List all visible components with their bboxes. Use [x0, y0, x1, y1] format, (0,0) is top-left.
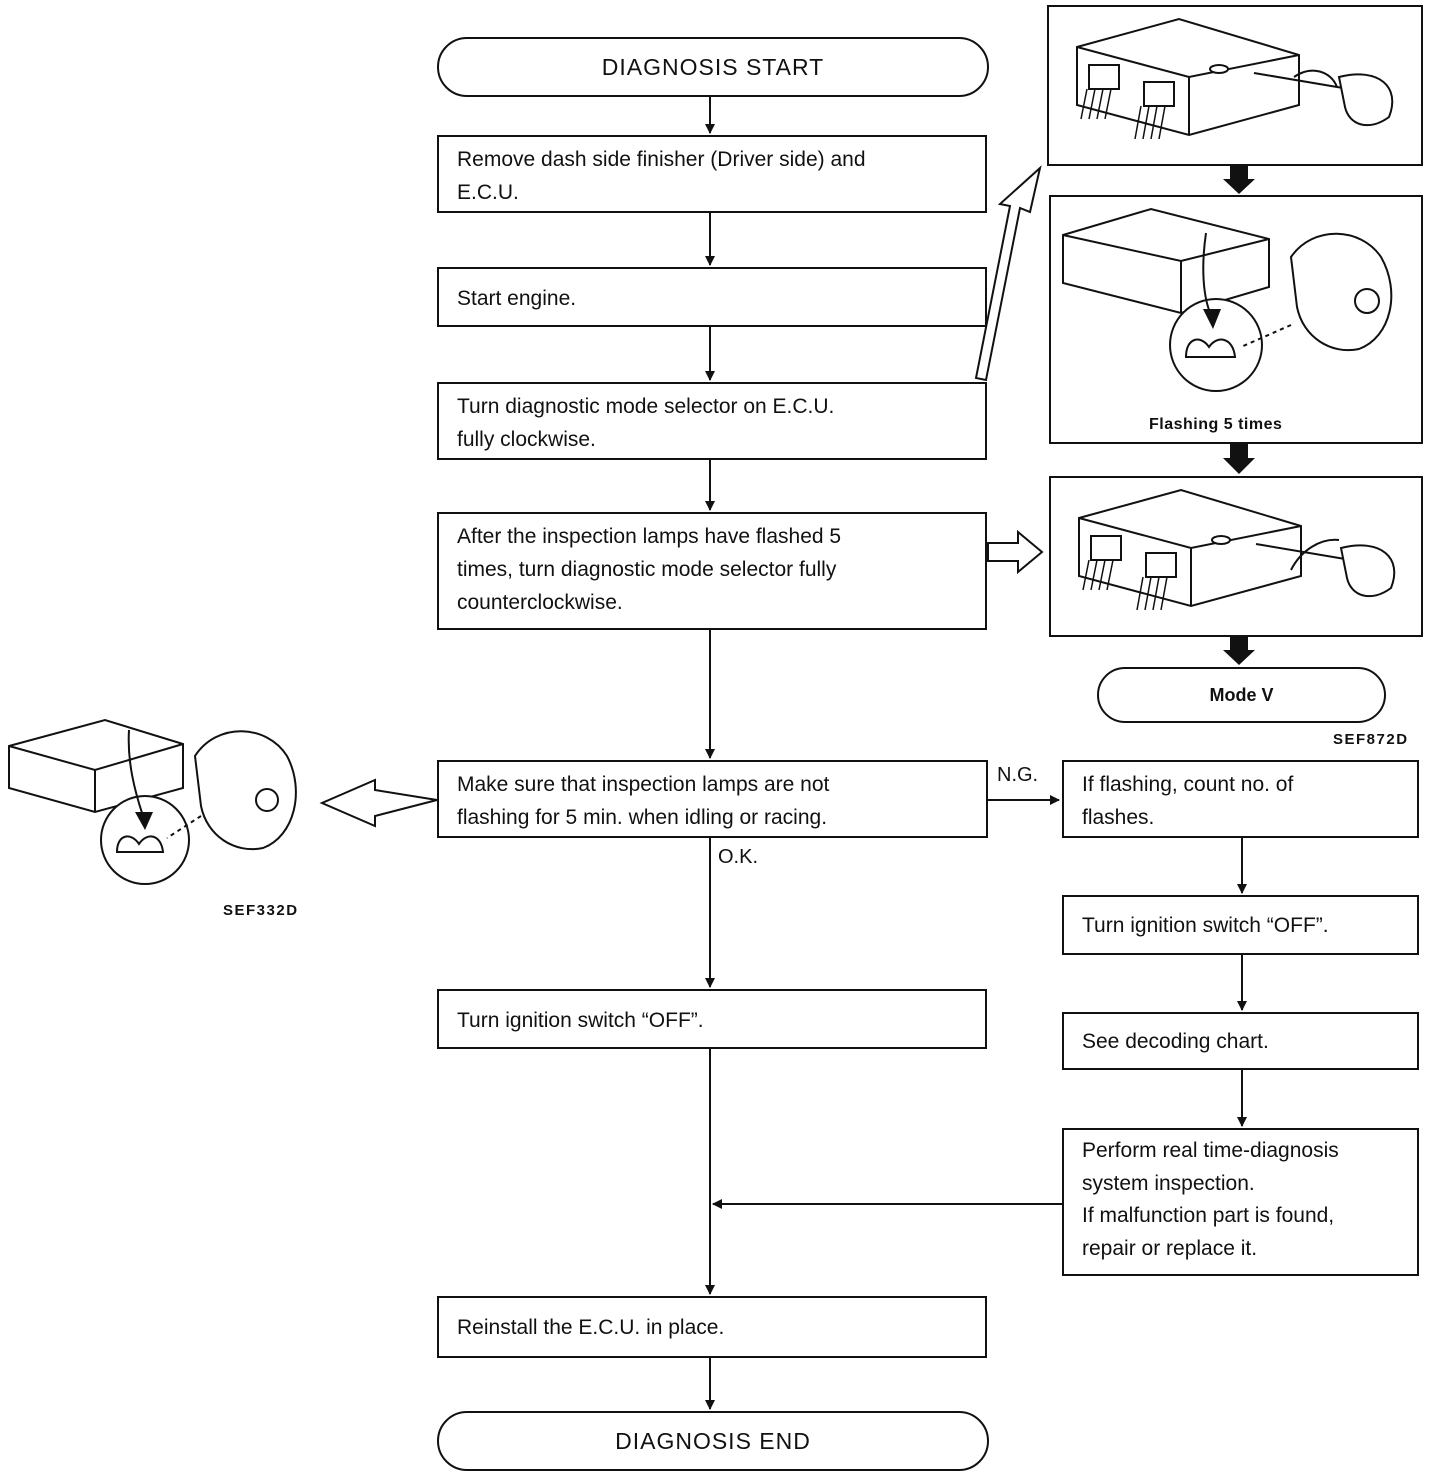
- diagnosis-start-label: DIAGNOSIS START: [601, 53, 825, 80]
- step-turn-selector-ccw-line-3: counterclockwise.: [457, 591, 623, 614]
- figure-code-right: SEF872D: [1333, 731, 1409, 748]
- step-check-lamps-line-1: Make sure that inspection lamps are not: [457, 773, 830, 796]
- step-remove-finisher-line-2: E.C.U.: [457, 181, 519, 204]
- ng-see-decoding-chart-line-1: See decoding chart.: [1082, 1030, 1269, 1053]
- ng-count-flashes-line-2: flashes.: [1082, 806, 1155, 829]
- step-turn-selector-clockwise: Turn diagnostic mode selector on E.C.U. …: [437, 382, 987, 460]
- ng-count-flashes: If flashing, count no. of flashes.: [1062, 760, 1419, 838]
- illustration-selector-clockwise: [1047, 5, 1423, 166]
- mode-v-label: Mode V: [1209, 684, 1274, 705]
- step-ignition-off: Turn ignition switch “OFF”.: [437, 989, 987, 1049]
- ecu-screwdriver-icon: [1076, 17, 1394, 140]
- hollow-arrow-step4-pic3: [987, 529, 1044, 575]
- diagnosis-end-label: DIAGNOSIS END: [615, 1427, 811, 1454]
- step-check-lamps: Make sure that inspection lamps are not …: [437, 760, 988, 838]
- mode-v-terminal: Mode V: [1097, 667, 1386, 723]
- ecu-lamps-observer-icon: [1062, 207, 1393, 392]
- step-turn-selector-clockwise-line-2: fully clockwise.: [457, 428, 596, 451]
- step-remove-finisher-line-1: Remove dash side finisher (Driver side) …: [457, 148, 866, 171]
- step-turn-selector-ccw-line-2: times, turn diagnostic mode selector ful…: [457, 558, 837, 581]
- ecu-lamps-observer-left-icon: [8, 718, 297, 885]
- ng-label: N.G.: [997, 764, 1039, 786]
- diagnosis-start-terminal: DIAGNOSIS START: [437, 37, 989, 97]
- hollow-arrow-step5-left: [319, 778, 438, 828]
- thick-arrow-3: [1223, 637, 1255, 665]
- step-start-engine-line-1: Start engine.: [457, 287, 577, 310]
- illustration-lamps-flashing: Flashing 5 times: [1049, 195, 1423, 444]
- step-check-lamps-line-2: flashing for 5 min. when idling or racin…: [457, 806, 828, 829]
- flashing-caption: Flashing 5 times: [1149, 416, 1283, 433]
- ng-see-decoding-chart: See decoding chart.: [1062, 1012, 1419, 1070]
- step-remove-finisher: Remove dash side finisher (Driver side) …: [437, 135, 987, 213]
- ng-real-time-line-1: Perform real time-diagnosis: [1082, 1139, 1339, 1162]
- ng-real-time-line-2: system inspection.: [1082, 1171, 1255, 1195]
- step-start-engine: Start engine.: [437, 267, 987, 327]
- ng-real-time-diagnosis: Perform real time-diagnosis system inspe…: [1062, 1128, 1419, 1276]
- ng-ignition-off: Turn ignition switch “OFF”.: [1062, 895, 1419, 955]
- step-reinstall-ecu: Reinstall the E.C.U. in place.: [437, 1296, 987, 1358]
- figure-code-left: SEF332D: [223, 902, 299, 919]
- step-turn-selector-counterclockwise: After the inspection lamps have flashed …: [437, 512, 987, 630]
- thick-arrow-2: [1223, 444, 1255, 474]
- diagnosis-end-terminal: DIAGNOSIS END: [437, 1411, 989, 1471]
- ng-count-flashes-line-1: If flashing, count no. of: [1082, 773, 1294, 796]
- ecu-screwdriver-ccw-icon: [1078, 488, 1396, 611]
- ng-real-time-line-3: If malfunction part is found,: [1082, 1204, 1335, 1227]
- ng-ignition-off-line-1: Turn ignition switch “OFF”.: [1082, 914, 1329, 937]
- step-turn-selector-clockwise-line-1: Turn diagnostic mode selector on E.C.U.: [457, 395, 835, 418]
- ok-label: O.K.: [718, 846, 759, 868]
- step-turn-selector-ccw-line-1: After the inspection lamps have flashed …: [457, 525, 842, 548]
- ng-real-time-line-4: repair or replace it.: [1082, 1236, 1258, 1260]
- step-reinstall-ecu-line-1: Reinstall the E.C.U. in place.: [457, 1316, 725, 1339]
- step-ignition-off-line-1: Turn ignition switch “OFF”.: [457, 1009, 704, 1032]
- illustration-selector-counterclockwise: [1049, 476, 1423, 637]
- thick-arrow-1: [1223, 166, 1255, 194]
